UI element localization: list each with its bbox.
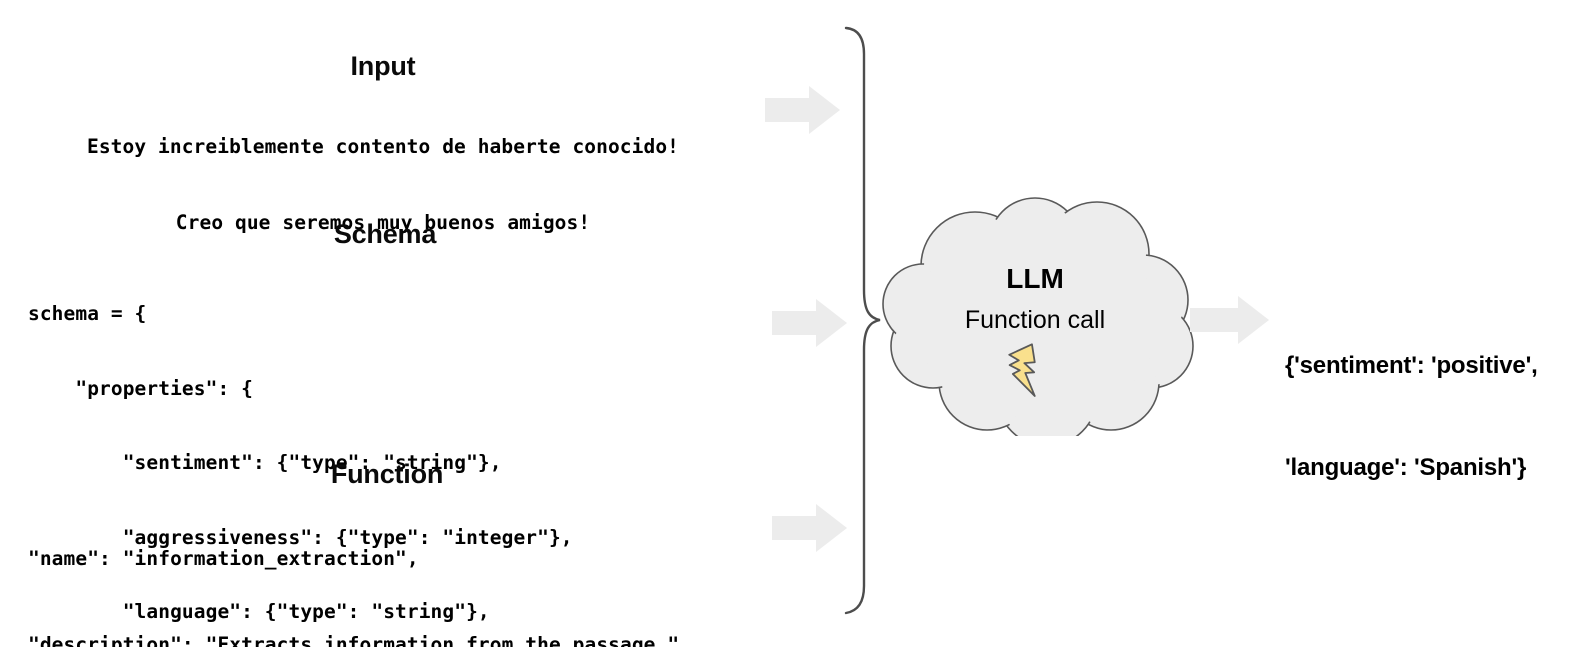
- function-section-heading: Function: [330, 459, 444, 489]
- schema-arrow-icon: [772, 299, 847, 347]
- input-arrow-icon: [765, 86, 840, 134]
- input-line-1: Estoy increiblemente contento de haberte…: [87, 135, 679, 158]
- schema-line-2: "properties": {: [28, 376, 253, 400]
- schema-line-4: "aggressiveness": {"type": "integer"},: [28, 525, 573, 549]
- grouping-brace: [844, 26, 881, 615]
- input-section-heading: Input: [350, 51, 416, 81]
- output-text-block: {'sentiment': 'positive', 'language': 'S…: [1285, 281, 1575, 553]
- output-line-1: {'sentiment': 'positive',: [1285, 352, 1538, 379]
- input-text-block: Estoy increiblemente contento de haberte…: [28, 86, 738, 284]
- function-arrow-icon: [772, 504, 847, 552]
- llm-title: LLM: [1006, 263, 1064, 294]
- schema-line-1: schema = {: [28, 302, 147, 325]
- llm-subtitle: Function call: [964, 306, 1106, 334]
- function-line-2: "description": "Extracts information fro…: [28, 633, 692, 647]
- schema-line-5: "language": {"type": "string"},: [28, 600, 490, 623]
- schema-line-3: "sentiment": {"type": "string"},: [28, 451, 502, 474]
- function-code-block: "name": "information_extraction", "descr…: [28, 493, 768, 647]
- schema-section-heading: Schema: [333, 219, 437, 249]
- input-line-2: Creo que seremos muy buenos amigos!: [175, 211, 591, 234]
- lightning-bolt-icon: [1008, 343, 1036, 397]
- function-line-1: "name": "information_extraction",: [28, 547, 419, 570]
- output-line-2: 'language': 'Spanish'}: [1285, 454, 1527, 481]
- schema-code-block: schema = { "properties": { "sentiment": …: [28, 254, 738, 647]
- output-arrow-icon: [1190, 296, 1270, 344]
